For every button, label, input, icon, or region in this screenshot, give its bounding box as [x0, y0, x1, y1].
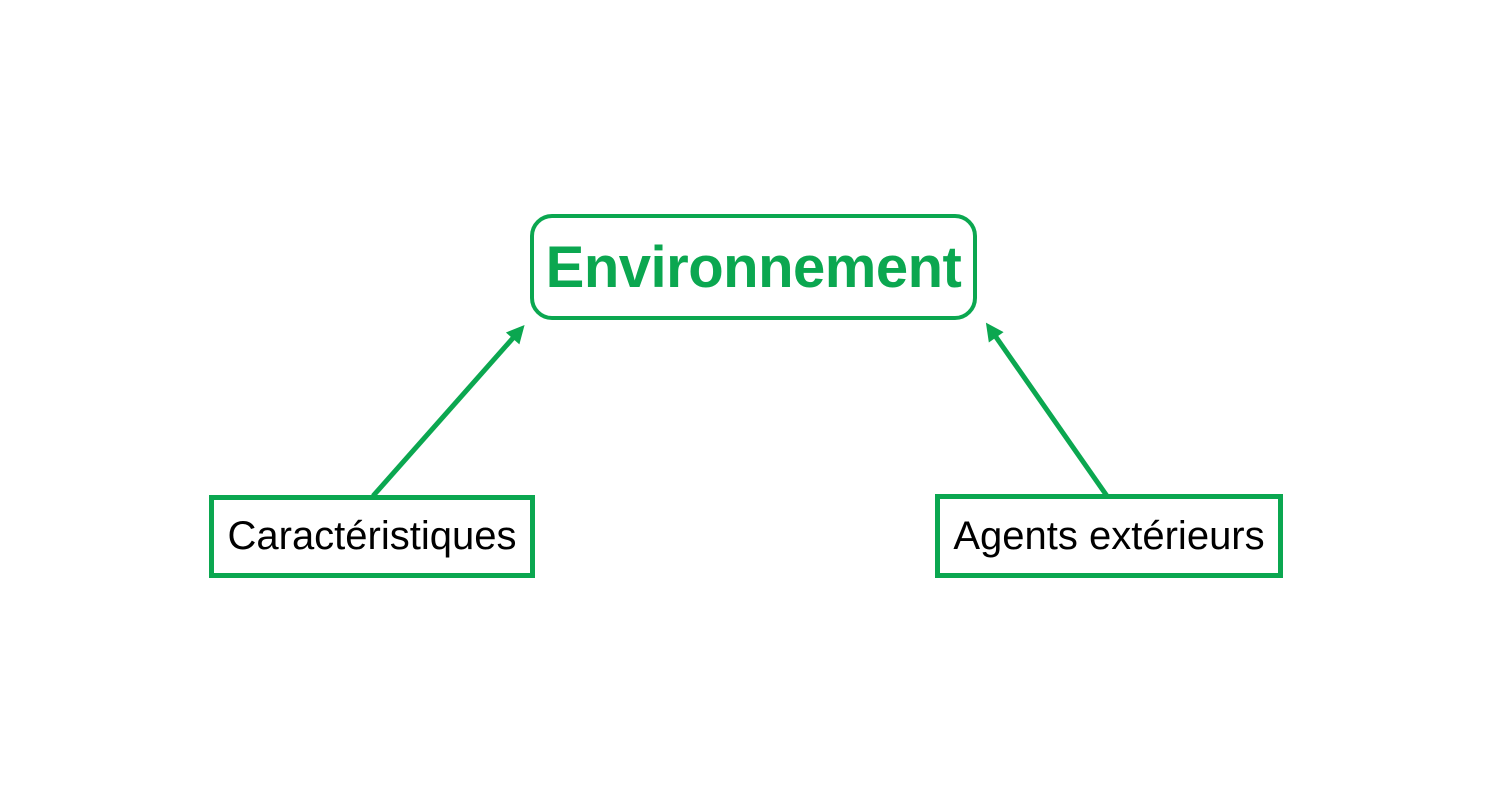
node-environnement: Environnement	[530, 214, 977, 320]
arrow-agents-exterieurs-to-environnement	[985, 322, 1110, 498]
node-agents-exterieurs-label: Agents extérieurs	[953, 513, 1265, 558]
node-agents-exterieurs: Agents extérieurs	[935, 494, 1283, 578]
node-caracteristiques: Caractéristiques	[209, 495, 535, 578]
node-environnement-label: Environnement	[545, 234, 962, 300]
node-caracteristiques-label: Caractéristiques	[227, 514, 517, 558]
arrow-caracteristiques-to-environnement	[371, 324, 525, 498]
